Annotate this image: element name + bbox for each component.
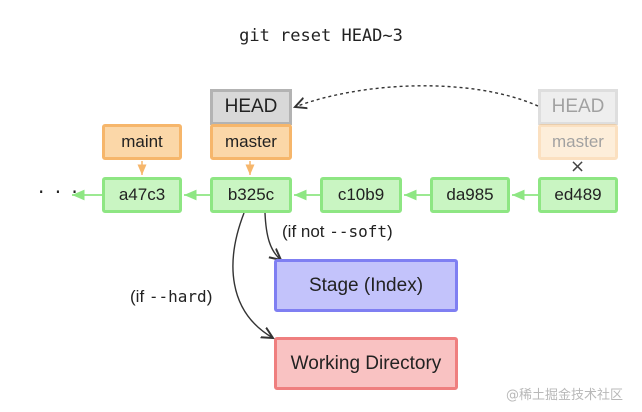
removed-x-icon: × [570, 156, 586, 177]
commit-a47c3: a47c3 [102, 177, 182, 213]
hard-arrow [232, 212, 273, 338]
stage-index-box: Stage (Index) [274, 259, 458, 312]
commit-da985: da985 [430, 177, 510, 213]
head-ref: HEAD [210, 89, 292, 125]
branch-maint: maint [102, 124, 182, 160]
note-if-hard: (if --hard) [130, 287, 213, 306]
commit-ed489: ed489 [538, 177, 618, 213]
command-title: git reset HEAD~3 [239, 26, 403, 46]
head-ref-old: HEAD [538, 89, 618, 125]
ellipsis: · · · [38, 180, 80, 204]
working-directory-box: Working Directory [274, 337, 458, 390]
branch-master-old: master [538, 124, 618, 160]
commit-c10b9: c10b9 [320, 177, 402, 213]
head-move-arrow [295, 85, 539, 107]
note-if-not-soft: (if not --soft) [282, 222, 393, 241]
watermark: @稀土掘金技术社区 [506, 388, 624, 403]
commit-b325c: b325c [210, 177, 292, 213]
soft-arrow [264, 212, 281, 260]
branch-master: master [210, 124, 292, 160]
